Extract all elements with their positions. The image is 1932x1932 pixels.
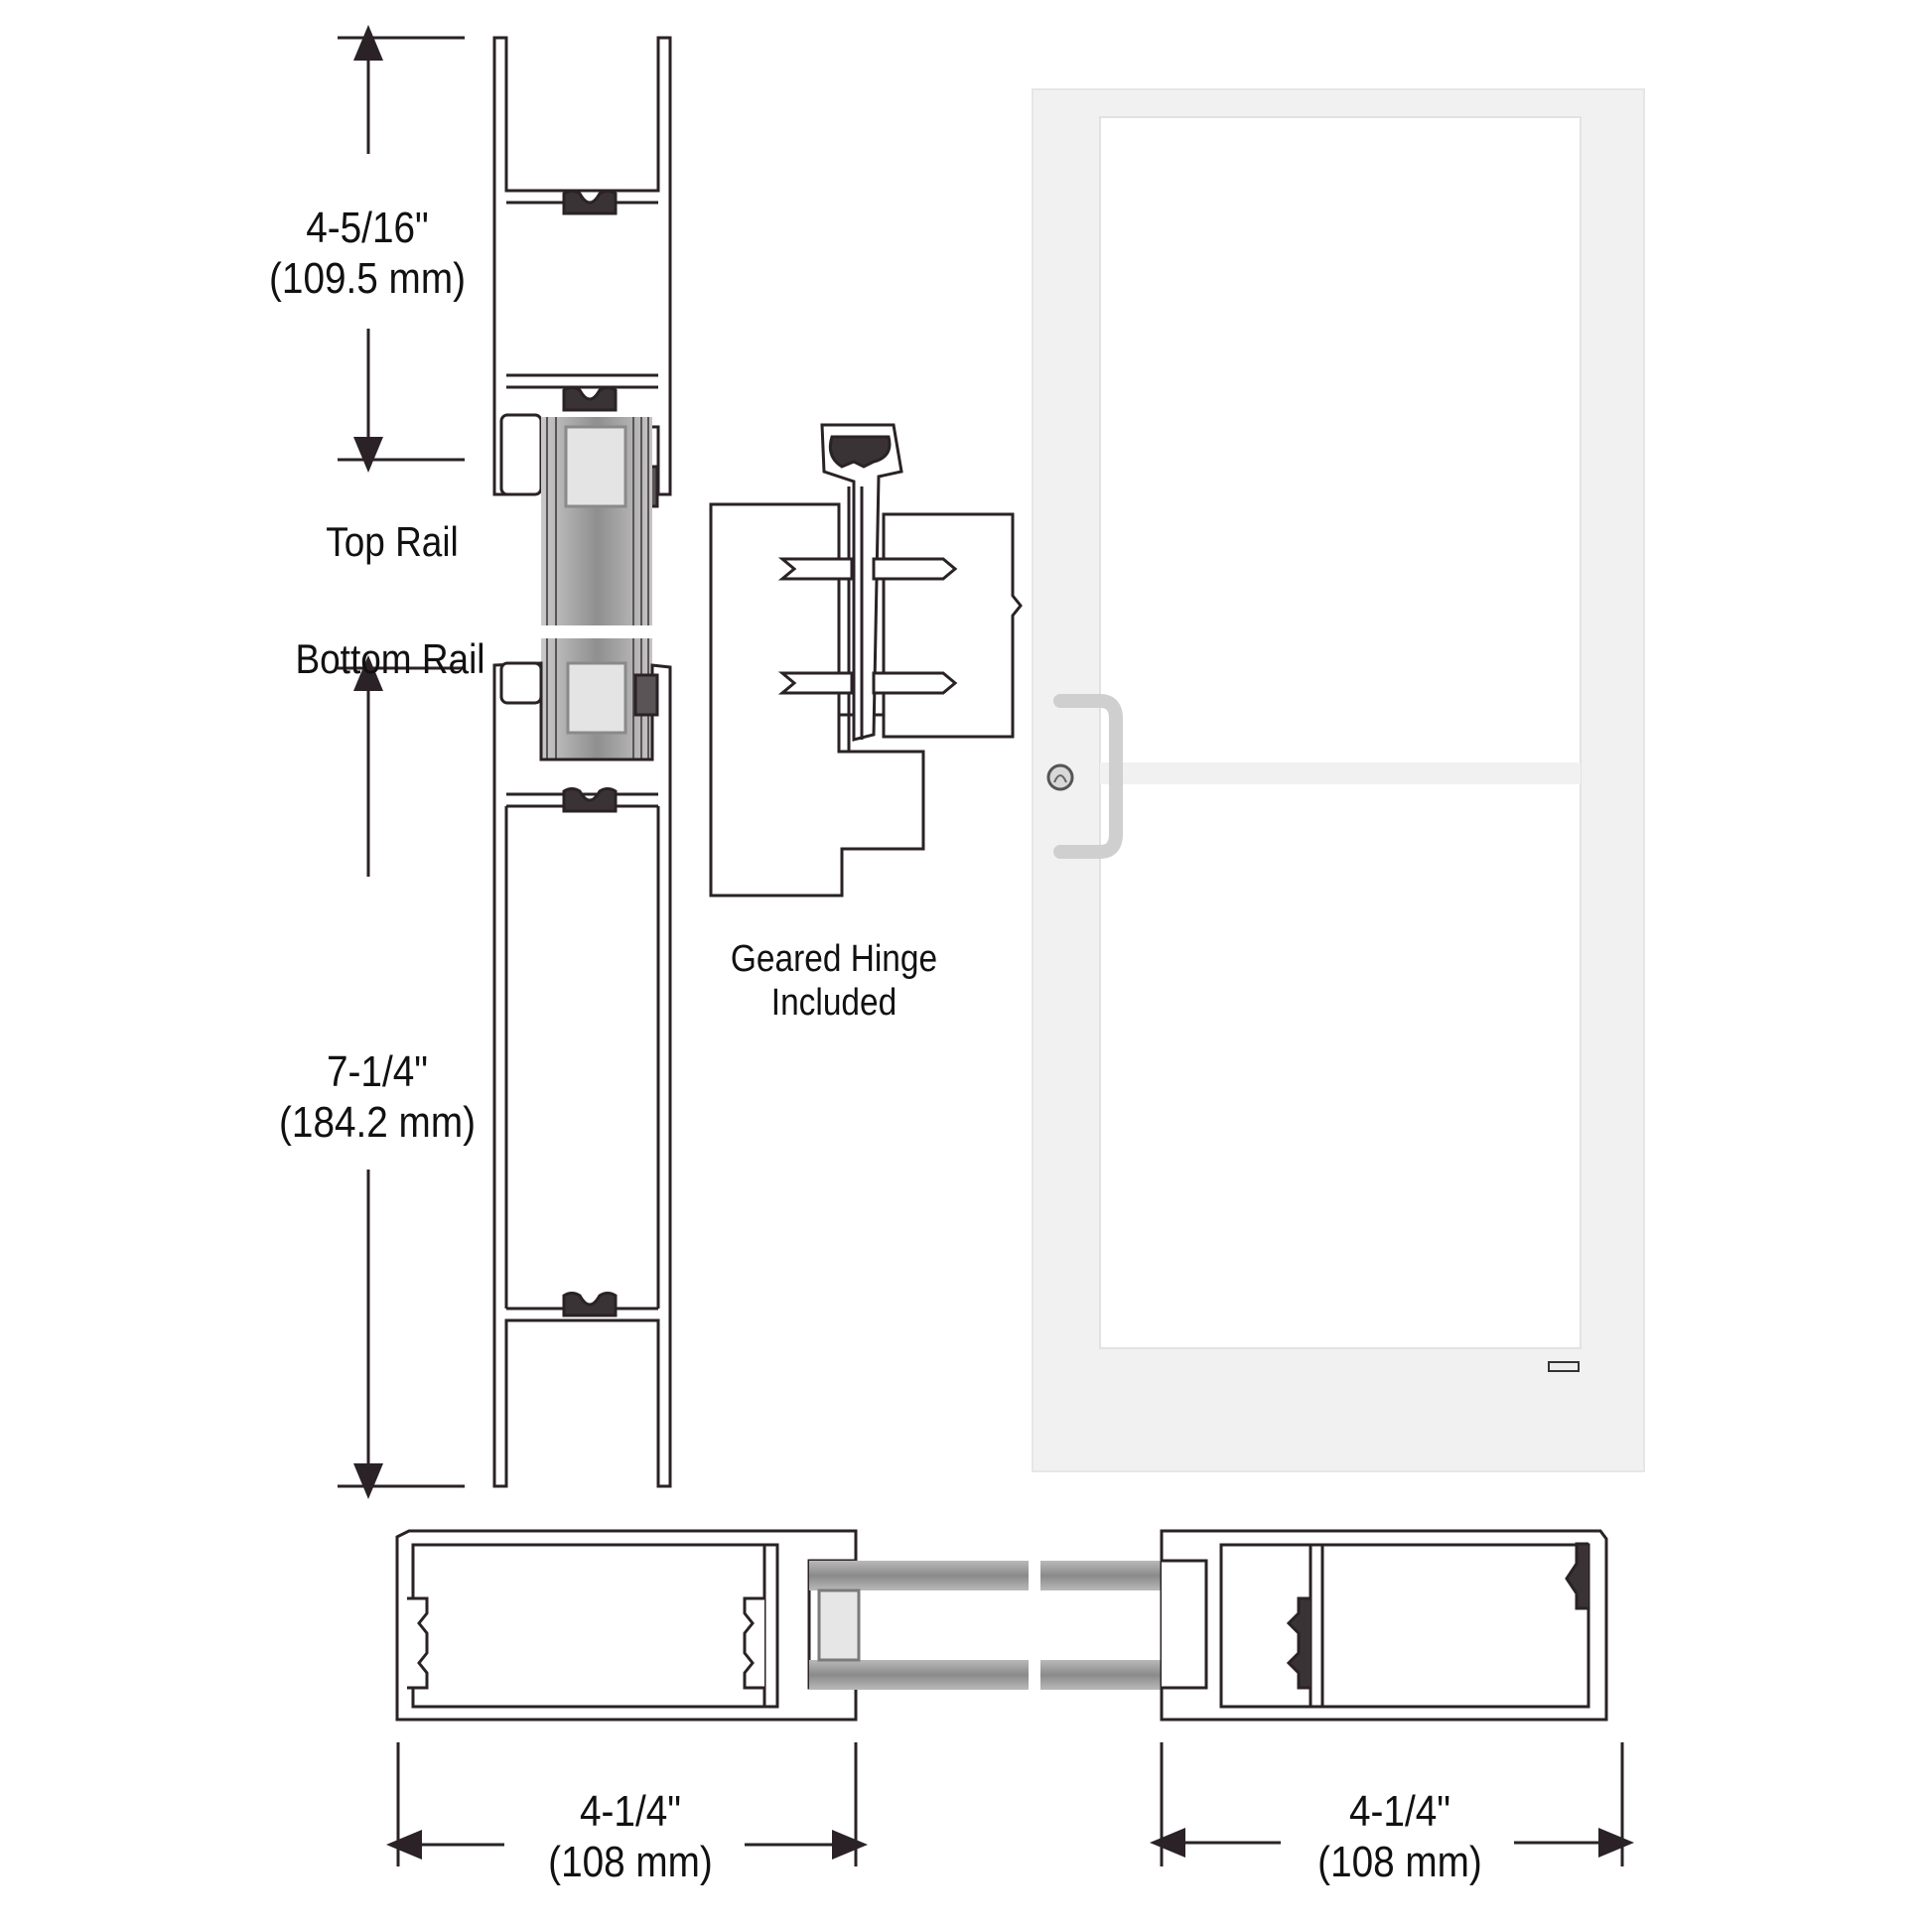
bottom-rail-dimension-metric: (184.2 mm) bbox=[279, 1097, 476, 1147]
right-section-dimension-label: 4-1/4" (108 mm) bbox=[1300, 1787, 1500, 1887]
right-section-dimension-metric: (108 mm) bbox=[1317, 1837, 1482, 1886]
door-pull-handle[interactable] bbox=[1053, 694, 1123, 859]
top-rail-dimension-lines bbox=[338, 25, 465, 473]
label-plate bbox=[1548, 1361, 1580, 1372]
left-section-dimension-metric: (108 mm) bbox=[548, 1837, 713, 1886]
top-rail-dimension-imperial: 4-5/16" bbox=[306, 204, 429, 252]
bottom-rail-glass bbox=[541, 638, 652, 759]
top-rail-glass bbox=[541, 417, 652, 625]
geared-hinge-caption: Geared Hinge Included bbox=[712, 938, 956, 1025]
bottom-rail-dimension-imperial: 7-1/4" bbox=[326, 1047, 428, 1096]
left-section-dimension-label: 4-1/4" (108 mm) bbox=[530, 1787, 731, 1887]
bottom-rail-profile bbox=[492, 661, 672, 1488]
top-rail-label: Top Rail bbox=[326, 518, 459, 565]
top-rail-dimension-metric: (109.5 mm) bbox=[269, 253, 466, 303]
door-elevation bbox=[1032, 88, 1645, 1472]
right-section-dimension-imperial: 4-1/4" bbox=[1348, 1787, 1450, 1836]
bottom-rail-dimension-lines bbox=[338, 655, 465, 1499]
bottom-rail-label: Bottom Rail bbox=[295, 635, 485, 682]
lock-cylinder-icon bbox=[1046, 763, 1074, 791]
horizontal-section-dimension-lines bbox=[386, 1742, 1634, 1866]
geared-hinge-caption-line1: Geared Hinge bbox=[730, 938, 938, 980]
geared-hinge-drawing bbox=[709, 423, 1023, 897]
bottom-rail-dimension-label: 7-1/4" (184.2 mm) bbox=[255, 1047, 499, 1148]
horizontal-section-left-profile bbox=[395, 1529, 858, 1722]
horizontal-section-right-profile bbox=[1160, 1529, 1608, 1722]
geared-hinge-caption-line2: Included bbox=[770, 981, 897, 1024]
top-rail-dimension-label: 4-5/16" (109.5 mm) bbox=[245, 204, 489, 304]
left-section-dimension-imperial: 4-1/4" bbox=[579, 1787, 681, 1836]
